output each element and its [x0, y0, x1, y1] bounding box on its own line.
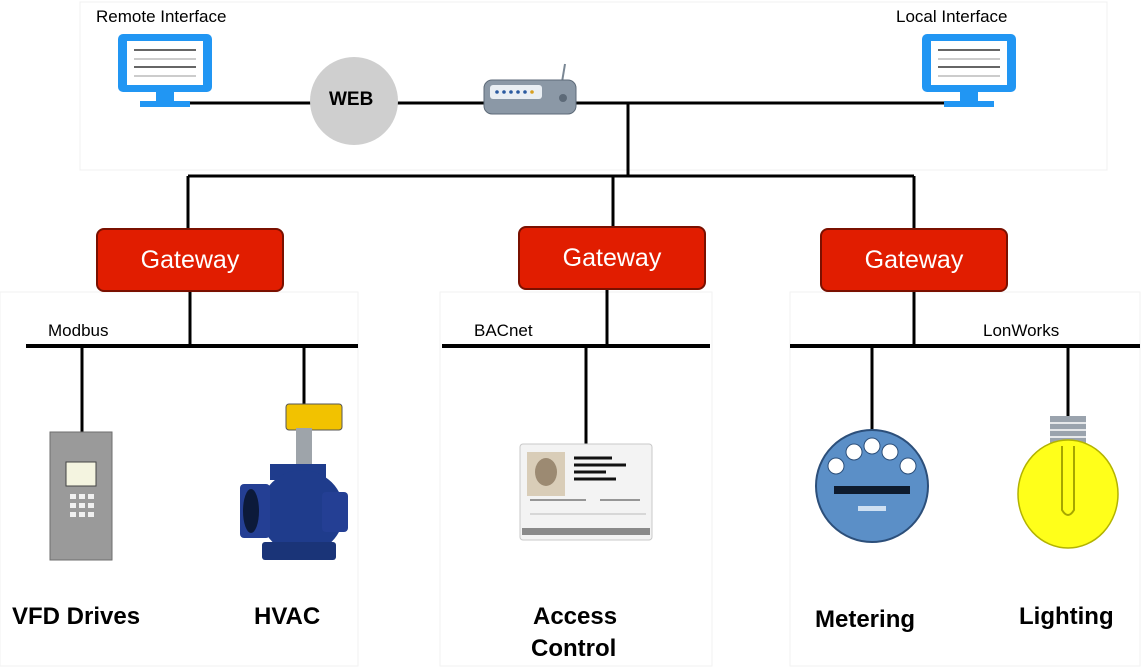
gateway-label: Gateway [140, 245, 240, 274]
web-label: WEB [329, 89, 374, 110]
meter-icon [815, 429, 929, 543]
access-card-icon [519, 443, 653, 541]
control-label: Control [531, 635, 617, 662]
top-panel [79, 1, 1108, 171]
access-label: Access [533, 603, 618, 630]
lonworks-label: LonWorks [983, 321, 1060, 340]
bacnet-label: BACnet [474, 321, 533, 340]
modbus-label: Modbus [48, 321, 109, 340]
web-cloud-icon [310, 57, 398, 145]
light-bulb-icon [1017, 416, 1119, 549]
local-interface-label: Local Interface [896, 7, 1008, 26]
gateway-label: Gateway [864, 245, 964, 274]
gateway-modbus: Gateway [96, 228, 284, 292]
hvac-valve-icon [240, 403, 348, 560]
lonworks-panel [789, 291, 1141, 667]
remote-monitor-icon [118, 34, 212, 107]
gateway-bacnet: Gateway [518, 226, 706, 290]
vfd-drives-label: VFD Drives [12, 603, 141, 630]
metering-label: Metering [815, 606, 916, 633]
gateway-lonworks: Gateway [820, 228, 1008, 292]
bacnet-panel [439, 291, 713, 667]
hvac-label: HVAC [254, 603, 321, 630]
lighting-label: Lighting [1019, 603, 1114, 630]
vfd-drive-icon [49, 431, 113, 561]
modbus-panel [0, 291, 359, 667]
remote-interface-label: Remote Interface [96, 7, 227, 26]
local-monitor-icon [922, 34, 1016, 107]
router-icon [483, 63, 577, 115]
gateway-label: Gateway [562, 243, 662, 272]
